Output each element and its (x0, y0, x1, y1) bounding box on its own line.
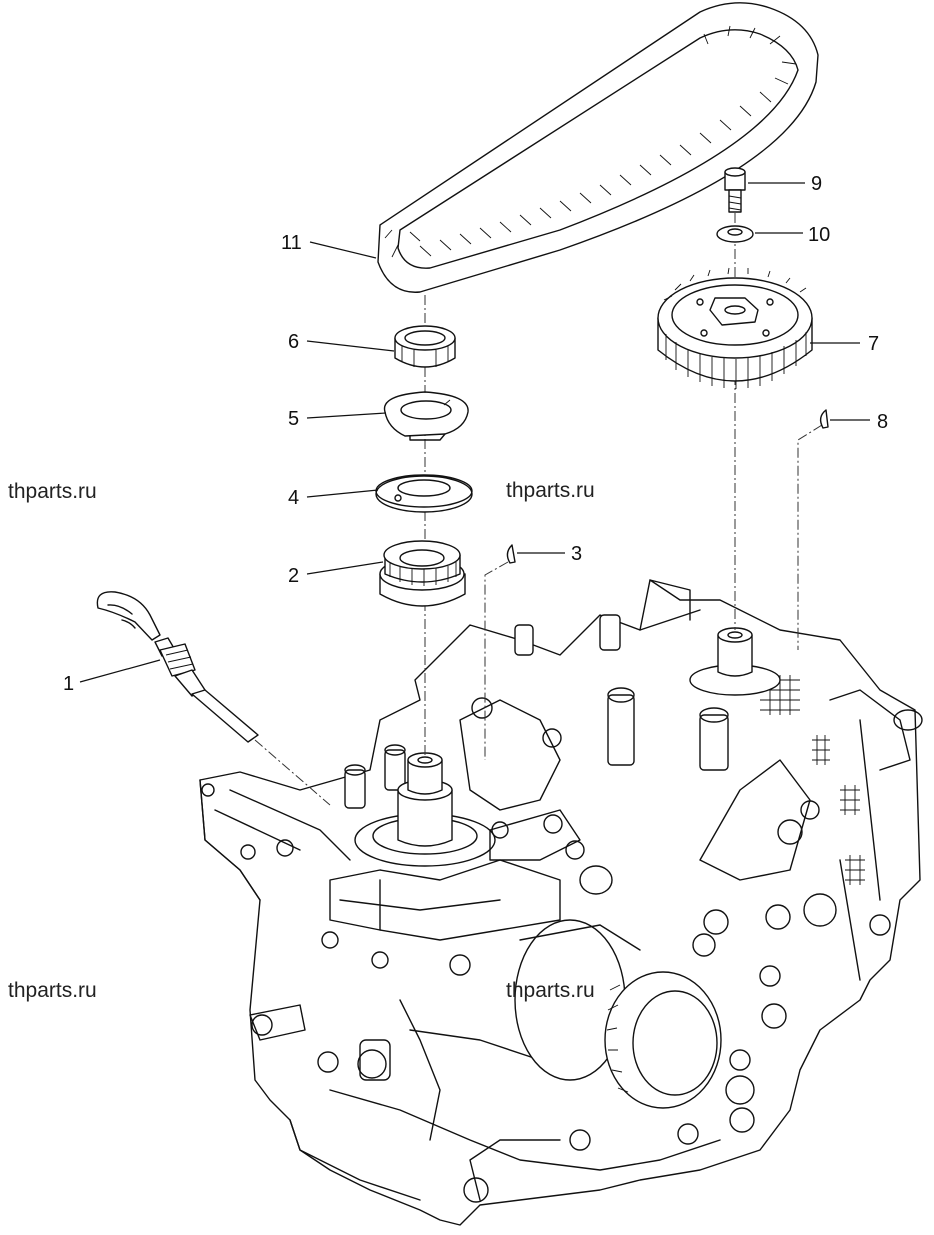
crank-nut (394, 325, 456, 368)
callout-9: 9 (811, 173, 822, 195)
callout-7: 7 (868, 333, 879, 355)
callout-8: 8 (877, 411, 888, 433)
oil-dipstick (96, 591, 259, 743)
woodruff-key-8 (819, 409, 829, 429)
callout-11: 11 (281, 232, 302, 254)
leader-5 (306, 412, 387, 419)
cam-washer (716, 225, 754, 243)
timing-belt (377, 2, 819, 293)
leader-4 (306, 489, 379, 498)
watermark-text: thparts.ru (506, 979, 595, 1002)
leader-2 (306, 561, 384, 575)
callout-4: 4 (288, 487, 299, 509)
leader-6 (306, 340, 395, 352)
engine-block (199, 579, 923, 1226)
watermark-text: thparts.ru (8, 979, 97, 1002)
starter-motor (604, 971, 722, 1109)
cam-pulley (657, 267, 813, 389)
callout-5: 5 (288, 408, 299, 430)
hatch-right (812, 735, 865, 885)
centerline-dipstick (254, 739, 331, 806)
centerline-key-3 (484, 561, 509, 760)
callout-3: 3 (571, 543, 582, 565)
leader-1 (79, 659, 161, 683)
callout-10: 10 (808, 224, 830, 246)
callout-2: 2 (288, 565, 299, 587)
camshaft-end (689, 627, 781, 696)
watermark-text: thparts.ru (8, 480, 97, 503)
woodruff-key-3 (506, 544, 516, 564)
callout-1: 1 (63, 673, 74, 695)
thrust-plate (383, 391, 469, 441)
crank-flange (375, 474, 473, 513)
centerline-key-8 (797, 424, 823, 650)
leader-11 (309, 241, 377, 259)
callout-6: 6 (288, 331, 299, 353)
crank-sprocket (379, 540, 466, 607)
cam-bolt (724, 167, 746, 213)
crankshaft-end (397, 752, 453, 847)
watermark-text: thparts.ru (506, 479, 595, 502)
